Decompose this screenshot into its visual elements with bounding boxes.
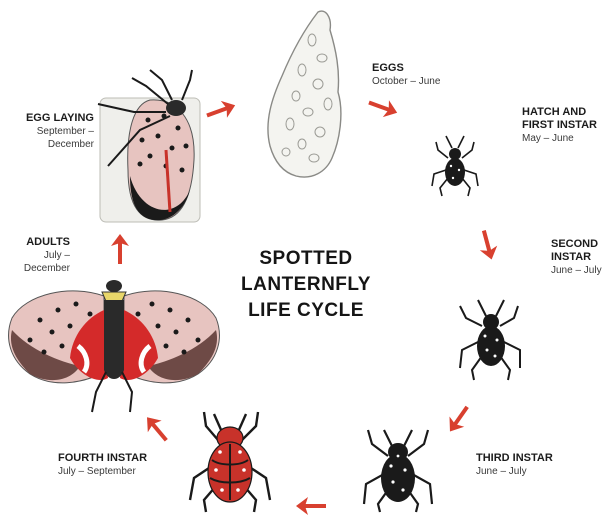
label-eggs-dates: October – June (372, 75, 440, 88)
label-adults-dates-2: December (18, 262, 70, 275)
arrow-eggs-to-hatch (366, 94, 400, 121)
label-third-instar: THIRD INSTAR June – July (476, 452, 553, 478)
label-hatch-first-instar: HATCH AND FIRST INSTAR May – June (522, 106, 597, 145)
label-third-dates: June – July (476, 465, 553, 478)
arrow-fourth-to-adults (140, 411, 173, 446)
label-second-instar: SECOND INSTAR June – July (551, 238, 602, 277)
label-adults-dates-1: July – (18, 249, 70, 262)
title-line-3: LIFE CYCLE (226, 298, 386, 324)
label-second-name-1: SECOND (551, 238, 602, 251)
arrow-egglaying-to-eggs (204, 97, 238, 124)
first-instar-illustration (432, 136, 478, 196)
adult-spread-wings-illustration (9, 280, 220, 412)
label-adults-name: ADULTS (18, 236, 70, 249)
label-fourth-name: FOURTH INSTAR (58, 452, 147, 465)
label-eggs: EGGS October – June (372, 62, 440, 88)
fourth-instar-illustration (190, 412, 270, 512)
label-adults: ADULTS July – December (18, 236, 70, 275)
title-line-2: LANTERNFLY (226, 272, 386, 298)
label-second-name-2: INSTAR (551, 251, 602, 264)
label-eggs-name: EGGS (372, 62, 440, 75)
arrow-third-to-fourth (296, 497, 326, 515)
label-hatch-dates: May – June (522, 132, 597, 145)
arrow-second-to-third (443, 402, 475, 437)
label-third-name: THIRD INSTAR (476, 452, 553, 465)
label-hatch-name-1: HATCH AND (522, 106, 597, 119)
label-fourth-instar: FOURTH INSTAR July – September (58, 452, 147, 478)
label-egg-laying-name: EGG LAYING (14, 112, 94, 125)
arrow-hatch-to-second (475, 228, 500, 262)
egg-mass-illustration (268, 11, 341, 177)
label-egg-laying: EGG LAYING September – December (14, 112, 94, 151)
arrow-adults-to-egglaying (111, 234, 129, 264)
label-hatch-name-2: FIRST INSTAR (522, 119, 597, 132)
label-egg-laying-dates-1: September – (14, 125, 94, 138)
diagram-title: SPOTTED LANTERNFLY LIFE CYCLE (226, 246, 386, 324)
label-second-dates: June – July (551, 264, 602, 277)
title-line-1: SPOTTED (226, 246, 386, 272)
label-fourth-dates: July – September (58, 465, 147, 478)
egg-laying-adult-illustration (98, 70, 200, 222)
second-instar-illustration (460, 300, 520, 380)
third-instar-illustration (364, 430, 432, 512)
label-egg-laying-dates-2: December (14, 138, 94, 151)
